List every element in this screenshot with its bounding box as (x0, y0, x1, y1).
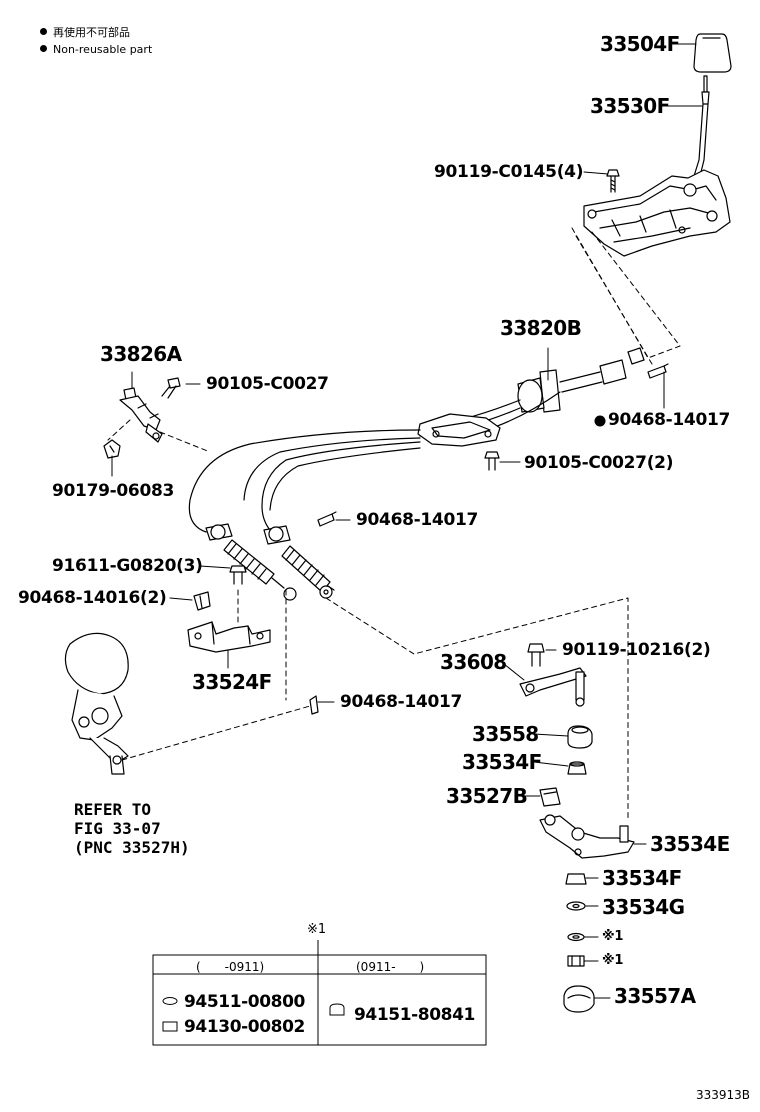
refer-line-1: REFER TO (74, 800, 152, 819)
label-note1-washer: ※1 (602, 929, 624, 944)
clip-90468-14017-middle (317, 511, 337, 527)
shift-knob-33504F (693, 33, 732, 73)
label-90468-14017-upper[interactable]: 90468-14017 (608, 410, 731, 430)
refer-line-3: (PNC 33527H) (74, 838, 190, 857)
bullet-icon (40, 45, 47, 52)
label-33504F[interactable]: 33504F (600, 32, 680, 56)
label-90179-06083[interactable]: 90179-06083 (52, 481, 175, 501)
table-part-94151-80841[interactable]: 94151-80841 (354, 1005, 475, 1025)
label-90119-C0145[interactable]: 90119-C0145(4) (434, 162, 584, 182)
bushing-33558 (567, 725, 593, 749)
bolt-90105-C0027-2 (484, 451, 500, 471)
parts-table (152, 940, 487, 1046)
non-reusable-dots (594, 415, 606, 427)
shift-cable-33820B (188, 347, 645, 601)
label-33557A[interactable]: 33557A (614, 984, 696, 1008)
bullet-icon (40, 28, 47, 35)
table-col1-header: ( -0911) (196, 960, 265, 974)
label-33530F[interactable]: 33530F (590, 94, 670, 118)
washer-33534F-lower (565, 873, 587, 885)
legend-text-jp: 再使用不可部品 (53, 26, 130, 39)
label-90468-14017-middle[interactable]: 90468-14017 (356, 510, 479, 530)
retainer-33826A (119, 387, 163, 443)
label-33534E[interactable]: 33534E (650, 832, 730, 856)
bolt-91611-G0820 (229, 565, 247, 585)
label-33534F-upper[interactable]: 33534F (462, 750, 542, 774)
washer-note1 (567, 932, 585, 942)
dashed-lines (107, 227, 681, 821)
clip-90179-06083 (103, 439, 121, 459)
label-33826A[interactable]: 33826A (100, 342, 182, 366)
table-col2-header: (0911- ) (356, 960, 425, 974)
lever-33534E (539, 814, 635, 859)
label-33608[interactable]: 33608 (440, 650, 507, 674)
clip-90468-14017-lower (309, 695, 319, 715)
legend-text-en: Non-reusable part (53, 43, 153, 56)
label-91611-G0820[interactable]: 91611-G0820(3) (52, 556, 203, 576)
label-90468-14016[interactable]: 90468-14016(2) (18, 588, 167, 608)
nut-note1 (567, 955, 585, 967)
legend-line-jp: 再使用不可部品 (40, 24, 152, 41)
label-33534F-lower[interactable]: 33534F (602, 866, 682, 890)
refer-line-2: FIG 33-07 (74, 819, 161, 838)
shift-lever-housing (583, 169, 731, 257)
label-90468-14017-lower[interactable]: 90468-14017 (340, 692, 463, 712)
cap-33557A (563, 985, 595, 1013)
transmission-lever-assembly (64, 632, 129, 775)
washer-33534F-upper (567, 761, 587, 775)
bolt-90119-C0145 (606, 169, 620, 193)
label-33534G[interactable]: 33534G (602, 895, 685, 919)
label-90119-10216[interactable]: 90119-10216(2) (562, 640, 711, 660)
non-reusable-dot-90468-14017 (594, 415, 606, 427)
label-33524F[interactable]: 33524F (192, 670, 272, 694)
label-33527B[interactable]: 33527B (446, 784, 528, 808)
bracket-33524F (187, 621, 271, 653)
clip-90468-14017-upper (647, 363, 669, 379)
bolt-90119-10216 (527, 643, 545, 667)
figure-id: 333913B (695, 1088, 750, 1102)
label-90105-C0027[interactable]: 90105-C0027 (206, 374, 329, 394)
label-33820B[interactable]: 33820B (500, 316, 582, 340)
bushing-33527B (539, 787, 561, 807)
bolt-90105-C0027 (161, 377, 181, 399)
label-33558[interactable]: 33558 (472, 722, 539, 746)
table-part-94130-00802[interactable]: 94130-00802 (184, 1017, 305, 1037)
legend-line-en: Non-reusable part (40, 41, 152, 58)
legend: 再使用不可部品 Non-reusable part (40, 24, 152, 58)
label-90105-C0027-2[interactable]: 90105-C0027(2) (524, 453, 674, 473)
table-note-mark: ※1 (307, 922, 327, 937)
table-icons (162, 997, 345, 1032)
clip-90468-14016 (193, 591, 211, 611)
selector-lever-33608 (519, 667, 587, 707)
label-note1-nut: ※1 (602, 953, 624, 968)
table-part-94511-00800[interactable]: 94511-00800 (184, 992, 305, 1012)
washer-33534G (566, 901, 586, 911)
leader-lines (111, 43, 703, 999)
